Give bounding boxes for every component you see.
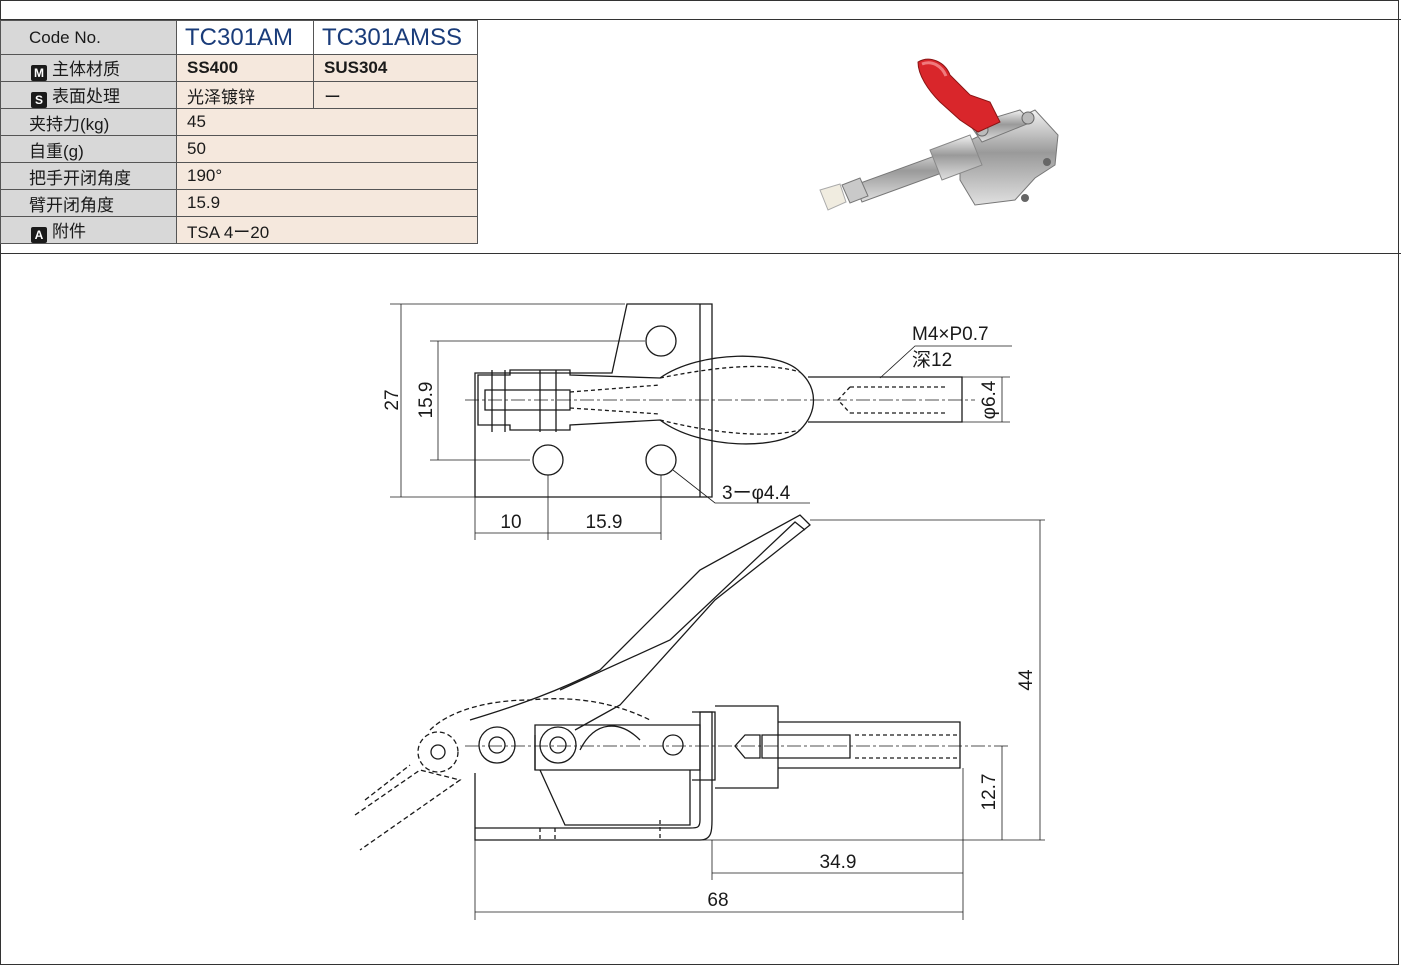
top-rule [0,19,1401,20]
spec-row-surface: S 表面处理 光泽镀锌 ー [0,81,478,109]
thread-spec: M4×P0.7 [912,324,989,345]
dim-shaft-diameter: φ6.4 [979,380,1000,419]
side-view [354,514,1045,920]
dim-plunger-length: 34.9 [820,852,857,873]
spec-row-clamp-force: 夹持力(kg) 45 [0,108,478,136]
spec-row-arm-angle: 臂开闭角度 15.9 [0,189,478,217]
spec-row-handle-angle: 把手开闭角度 190° [0,162,478,190]
toggle-clamp-photo [819,58,1059,211]
spec-header-row: Code No. TC301AM TC301AMSS [0,20,478,55]
arm-angle-label: 臂开闭角度 [0,189,177,217]
spec-row-accessory: A 附件 TSA 4ー20 [0,216,478,244]
dim-offset-left: 10 [500,512,521,533]
dimension-labels: 27 15.9 10 15.9 M4×P0.7 深12 φ6.4 3ーφ4.4 … [382,324,1037,911]
weight-label: 自重(g) [0,135,177,163]
accessory-badge-icon: A [31,227,47,243]
accessory-value: TSA 4ー20 [176,216,478,244]
section-divider [0,253,1401,254]
surface-label: 表面处理 [52,87,120,106]
red-handle-shape [917,58,1001,133]
dim-top-height: 27 [382,389,403,410]
surface-col-2: ー [313,81,478,109]
material-label: 主体材质 [52,60,120,79]
code-no-label: Code No. [0,20,177,55]
surface-badge-icon: S [31,92,47,108]
clamp-force-label: 夹持力(kg) [0,108,177,136]
handle-angle-label: 把手开闭角度 [0,162,177,190]
clamp-force-value: 45 [176,108,478,136]
code-col-1: TC301AM [176,20,314,55]
spec-row-material: M 主体材质 SS400 SUS304 [0,54,478,82]
dim-total-length: 68 [707,890,728,911]
material-col-2: SUS304 [313,54,478,82]
surface-col-1: 光泽镀锌 [176,81,314,109]
material-badge-icon: M [31,65,47,81]
dim-side-height: 44 [1016,669,1037,691]
arm-angle-value: 15.9 [176,189,478,217]
material-col-1: SS400 [176,54,314,82]
weight-value: 50 [176,135,478,163]
hole-callout: 3ーφ4.4 [722,483,791,504]
handle-angle-value: 190° [176,162,478,190]
spec-row-weight: 自重(g) 50 [0,135,478,163]
spec-table: Code No. TC301AM TC301AMSS M 主体材质 SS400 S… [0,20,478,244]
thread-depth: 深12 [912,349,952,371]
dim-hole-pitch-h: 15.9 [586,512,623,533]
dim-axis-height: 12.7 [979,774,1000,811]
code-col-2: TC301AMSS [313,20,478,55]
technical-drawing: 27 15.9 10 15.9 M4×P0.7 深12 φ6.4 3ーφ4.4 … [354,303,1045,920]
top-view [390,303,1012,540]
accessory-label: 附件 [52,222,86,241]
dim-hole-pitch-v: 15.9 [416,382,437,419]
